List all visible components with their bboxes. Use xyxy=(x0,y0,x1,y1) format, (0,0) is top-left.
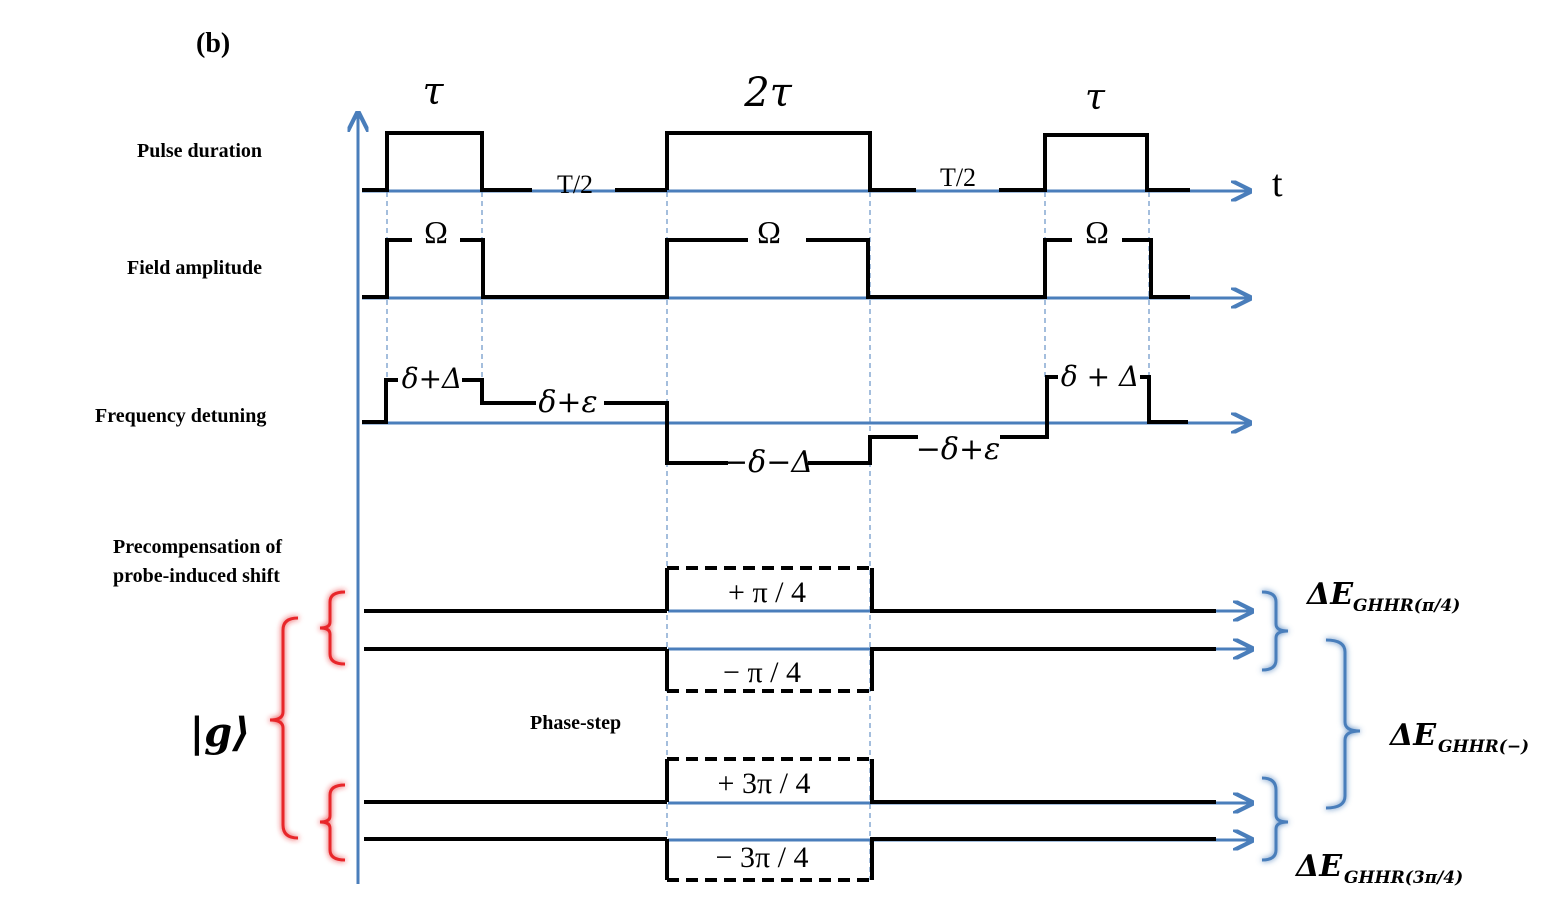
amplitude-pulse-3 xyxy=(1122,238,1190,299)
duration-label-3: τ xyxy=(1085,77,1106,118)
detuning-label-5: δ + Δ xyxy=(1061,360,1139,393)
energy-label-2-main: ΔE xyxy=(1388,718,1437,753)
phase-line-1b xyxy=(870,568,1216,613)
amplitude-pulse-2 xyxy=(806,238,1072,299)
panel-label: (b) xyxy=(196,28,230,59)
energy-label-1-main: ΔE xyxy=(1305,577,1354,612)
energy-label-2-sub: GHHR(−) xyxy=(1438,737,1529,757)
row-label-precompensation-2: probe-induced shift xyxy=(113,565,280,587)
amplitude-pulse-1b xyxy=(460,238,748,299)
ground-state-label: |g⟩ xyxy=(190,709,251,756)
inner-bracket-top xyxy=(319,590,346,666)
right-bracket-outer xyxy=(1325,638,1361,810)
row-label-precompensation-1: Precompensation of xyxy=(113,536,282,558)
row-label-frequency-detuning: Frequency detuning xyxy=(95,405,266,427)
amplitude-label-3: Ω xyxy=(1085,214,1109,250)
free-evolution-label-2: T/2 xyxy=(940,163,976,192)
blue-brackets xyxy=(1261,590,1361,862)
energy-label-1: ΔE GHHR(π/4) xyxy=(1305,577,1460,616)
phase-line-2b xyxy=(870,647,1216,691)
detuning-label-2: δ+ε xyxy=(538,385,597,420)
detuning-step-5 xyxy=(1000,375,1058,439)
duration-label-2: 2τ xyxy=(743,70,792,116)
duration-pulse-2 xyxy=(665,131,916,192)
amplitude-pulse-1a xyxy=(362,238,412,299)
phase-line-4b xyxy=(870,837,1216,880)
phase-line-3b xyxy=(870,759,1216,804)
detuning-step-1 xyxy=(362,378,398,424)
red-brackets xyxy=(269,590,346,862)
row-label-field-amplitude: Field amplitude xyxy=(127,257,262,279)
detuning-label-3: −δ−Δ xyxy=(723,445,813,480)
free-evolution-label-1: T/2 xyxy=(557,170,593,199)
phase-label-1: + π / 4 xyxy=(728,576,806,609)
right-bracket-bottom xyxy=(1261,776,1289,862)
time-axis-label: t xyxy=(1272,163,1283,205)
detuning-label-4: −δ+ε xyxy=(916,432,1000,467)
detuning-step-6 xyxy=(1140,375,1188,424)
row-label-pulse-duration: Pulse duration xyxy=(137,140,262,162)
inner-bracket-bottom xyxy=(319,783,346,862)
outer-bracket xyxy=(269,616,299,840)
energy-label-2: ΔE GHHR(−) xyxy=(1388,718,1529,757)
duration-pulse-1 xyxy=(362,131,532,192)
phase-label-4: − 3π / 4 xyxy=(716,841,809,874)
detuning-label-1: δ+Δ xyxy=(402,362,463,395)
energy-label-3-sub: GHHR(3π/4) xyxy=(1344,868,1463,888)
amplitude-label-1: Ω xyxy=(424,214,448,250)
right-bracket-top xyxy=(1261,590,1289,672)
amplitude-label-2: Ω xyxy=(757,214,781,250)
detuning-step-3 xyxy=(604,401,728,465)
energy-label-1-sub: GHHR(π/4) xyxy=(1353,596,1460,616)
duration-pulse-3 xyxy=(999,133,1190,192)
detuning-step-4 xyxy=(808,435,918,465)
energy-label-3-main: ΔE xyxy=(1294,849,1343,884)
row-label-phase-step: Phase-step xyxy=(530,712,621,734)
detuning-step-2 xyxy=(462,378,536,405)
phase-label-3: + 3π / 4 xyxy=(718,767,811,800)
duration-label-1: τ xyxy=(422,69,444,113)
phase-label-2: − π / 4 xyxy=(723,656,801,689)
energy-label-3: ΔE GHHR(3π/4) xyxy=(1294,849,1463,888)
